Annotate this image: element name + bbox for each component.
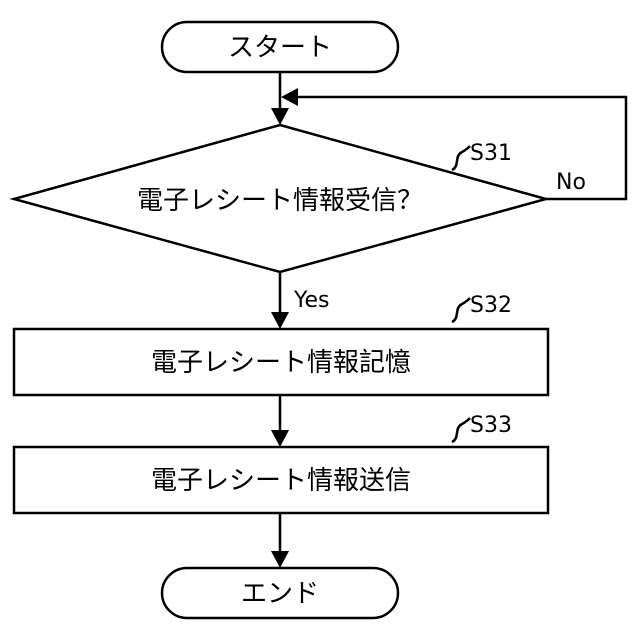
arrowhead-store-send [271,430,289,447]
step-id-s33: S33 [470,413,512,438]
store-label: 電子レシート情報記憶 [151,348,411,378]
send-label: 電子レシート情報送信 [151,466,411,496]
branch-label-yes: Yes [293,288,330,313]
start-label: スタート [228,33,332,63]
arrowhead-send-end [271,551,289,568]
arrowhead-decision-store [271,312,289,329]
arrowhead-no-loop [281,88,298,106]
step-leader-s31 [452,146,470,170]
step-id-s31: S31 [470,141,512,166]
step-id-s32: S32 [470,293,512,318]
end-label: エンド [241,579,319,609]
branch-label-no: No [556,170,586,195]
step-leader-s33 [452,418,470,442]
arrowhead-start-decision [271,108,289,125]
decision-label: 電子レシート情報受信？ [137,186,423,216]
step-leader-s32 [452,298,470,322]
